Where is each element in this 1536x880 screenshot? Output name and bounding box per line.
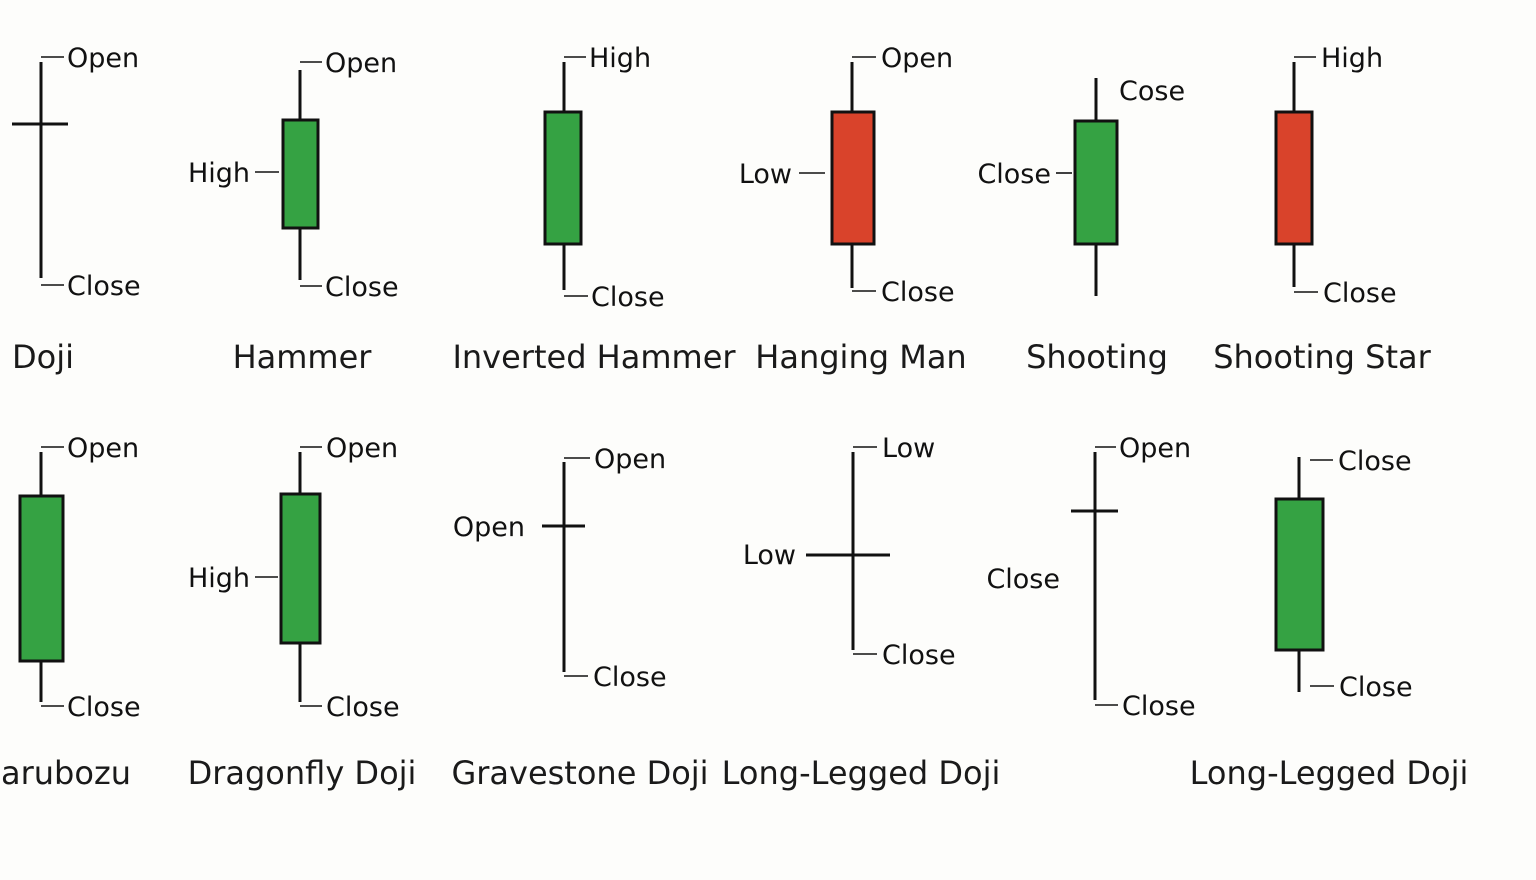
- pattern-name: Hammer: [233, 338, 373, 376]
- label-open: Open: [326, 433, 398, 464]
- pattern-doji: Open Close Doji: [12, 43, 141, 376]
- label-close: Close: [1122, 691, 1196, 722]
- label-close: Close: [1339, 672, 1413, 703]
- pattern-long-legged-doji: Low Low Close Long-Legged Doji: [722, 433, 1001, 792]
- pattern-dragonfly-doji: Open High Close Dragonfly Doji: [188, 433, 417, 792]
- label-low: Low: [739, 159, 792, 190]
- label-close: Close: [325, 272, 399, 303]
- pattern-name: Long-Legged Doji: [722, 754, 1001, 792]
- label-high: High: [188, 563, 250, 594]
- label-low-left: Low: [743, 540, 796, 571]
- pattern-name: Hanging Man: [755, 338, 966, 376]
- label-open: Open: [325, 48, 397, 79]
- label-close: Close: [1323, 278, 1397, 309]
- pattern-name: Shooting: [1026, 338, 1168, 376]
- candle-body: [543, 110, 583, 246]
- candle-body: [18, 494, 65, 663]
- pattern-shooting-star: High Close Shooting Star: [1213, 43, 1431, 376]
- pattern-name: Long-Legged Doji: [1190, 754, 1469, 792]
- label-high: High: [188, 158, 250, 189]
- candle-body: [1274, 110, 1314, 246]
- label-close: Close: [977, 159, 1051, 190]
- pattern-hammer: Open High Close Hammer: [188, 48, 399, 376]
- label-close: Close: [67, 692, 141, 723]
- label-close: Close: [882, 640, 956, 671]
- pattern-name: Dragonfly Doji: [188, 754, 417, 792]
- candle-body: [830, 110, 876, 246]
- pattern-marubozu: Open Close arubozu: [1, 433, 141, 792]
- label-open: Open: [594, 444, 666, 475]
- label-close: Close: [593, 662, 667, 693]
- label-low: Low: [882, 433, 935, 464]
- label-close: Close: [881, 277, 955, 308]
- label-open: Open: [67, 43, 139, 74]
- pattern-name: Gravestone Doji: [451, 754, 708, 792]
- candle-body: [1073, 119, 1119, 246]
- label-high: High: [1321, 43, 1383, 74]
- pattern-name: Doji: [12, 338, 74, 376]
- label-cose: Cose: [1119, 76, 1185, 107]
- label-open: Open: [881, 43, 953, 74]
- pattern-name: Inverted Hammer: [452, 338, 736, 376]
- label-close: Close: [591, 282, 665, 313]
- label-close-left: Close: [986, 564, 1060, 595]
- candle-body: [279, 492, 322, 645]
- pattern-inverted-hammer: High Close Inverted Hammer: [452, 43, 736, 376]
- candle-body: [1274, 497, 1325, 652]
- candle-body: [281, 118, 320, 230]
- pattern-shooting: Cose Close Shooting: [977, 76, 1185, 376]
- label-close-top: Close: [1338, 446, 1412, 477]
- label-open: Open: [67, 433, 139, 464]
- pattern-name: Shooting Star: [1213, 338, 1431, 376]
- label-close: Close: [67, 271, 141, 302]
- label-open-left: Open: [453, 512, 525, 543]
- label-high: High: [589, 43, 651, 74]
- pattern-long-legged-doji-2: Close Close Long-Legged Doji: [1190, 446, 1469, 792]
- label-close: Close: [326, 692, 400, 723]
- pattern-gravestone-doji: Open Open Close Gravestone Doji: [451, 444, 708, 792]
- pattern-name: arubozu: [1, 754, 131, 792]
- pattern-unnamed-doji: Open Close Close: [986, 433, 1195, 722]
- label-open: Open: [1119, 433, 1191, 464]
- pattern-hanging-man: Open Low Close Hanging Man: [739, 43, 967, 376]
